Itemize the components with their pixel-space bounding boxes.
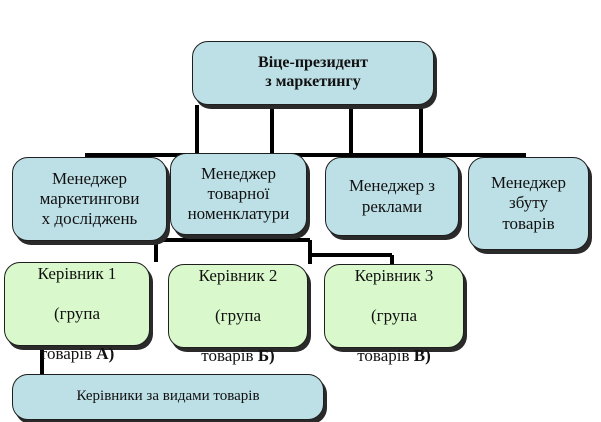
head-3-group-letter: В) xyxy=(413,346,431,366)
head-2-group-letter: Б) xyxy=(257,346,275,366)
manager-sales-node: Менеджер збуту товарів xyxy=(468,157,589,250)
vice-president-node: Віце-президент з маркетингу xyxy=(192,41,434,105)
head-3-line3a: товарів xyxy=(357,346,414,366)
manager-sales-label: Менеджер збуту товарів xyxy=(490,173,567,233)
manager-advertising-label: Менеджер з реклами xyxy=(348,176,436,216)
vice-president-label: Віце-президент з маркетингу xyxy=(258,54,368,90)
product-type-heads-label: Керівники за видами товарів xyxy=(76,388,260,405)
head-3-line1: Керівник 3 xyxy=(354,265,434,285)
head-3-label: Керівник 3 (група товарів В) xyxy=(355,246,434,366)
product-type-heads-node: Керівники за видами товарів xyxy=(12,374,324,420)
manager-marketing-research-node: Менеджер маркетингови х досліджень xyxy=(12,157,167,241)
manager-advertising-node: Менеджер з реклами xyxy=(325,157,459,236)
manager-product-line-node: Менеджер товарної номенклатури xyxy=(170,153,307,235)
head-3-line2: (група xyxy=(370,306,418,325)
head-1-line3a: товарів xyxy=(39,344,97,364)
head-2-label: Керівник 2 (група товарів Б) xyxy=(199,246,278,366)
manager-marketing-research-label: Менеджер маркетингови х досліджень xyxy=(39,168,140,229)
head-1-line1: Керівник 1 xyxy=(37,263,117,283)
head-2-line2: (група xyxy=(214,306,262,325)
head-2-line3a: товарів xyxy=(201,346,258,366)
manager-product-line-label: Менеджер товарної номенклатури xyxy=(187,163,290,224)
head-1-label: Керівник 1 (група товарів А) xyxy=(38,244,117,364)
head-1-node: Керівник 1 (група товарів А) xyxy=(4,262,150,363)
head-1-line2: (група xyxy=(53,304,101,323)
head-2-line1: Керівник 2 xyxy=(198,265,278,285)
head-1-group-letter: А) xyxy=(96,344,115,364)
head-2-node: Керівник 2 (група товарів Б) xyxy=(168,264,308,365)
head-3-node: Керівник 3 (група товарів В) xyxy=(324,264,464,365)
